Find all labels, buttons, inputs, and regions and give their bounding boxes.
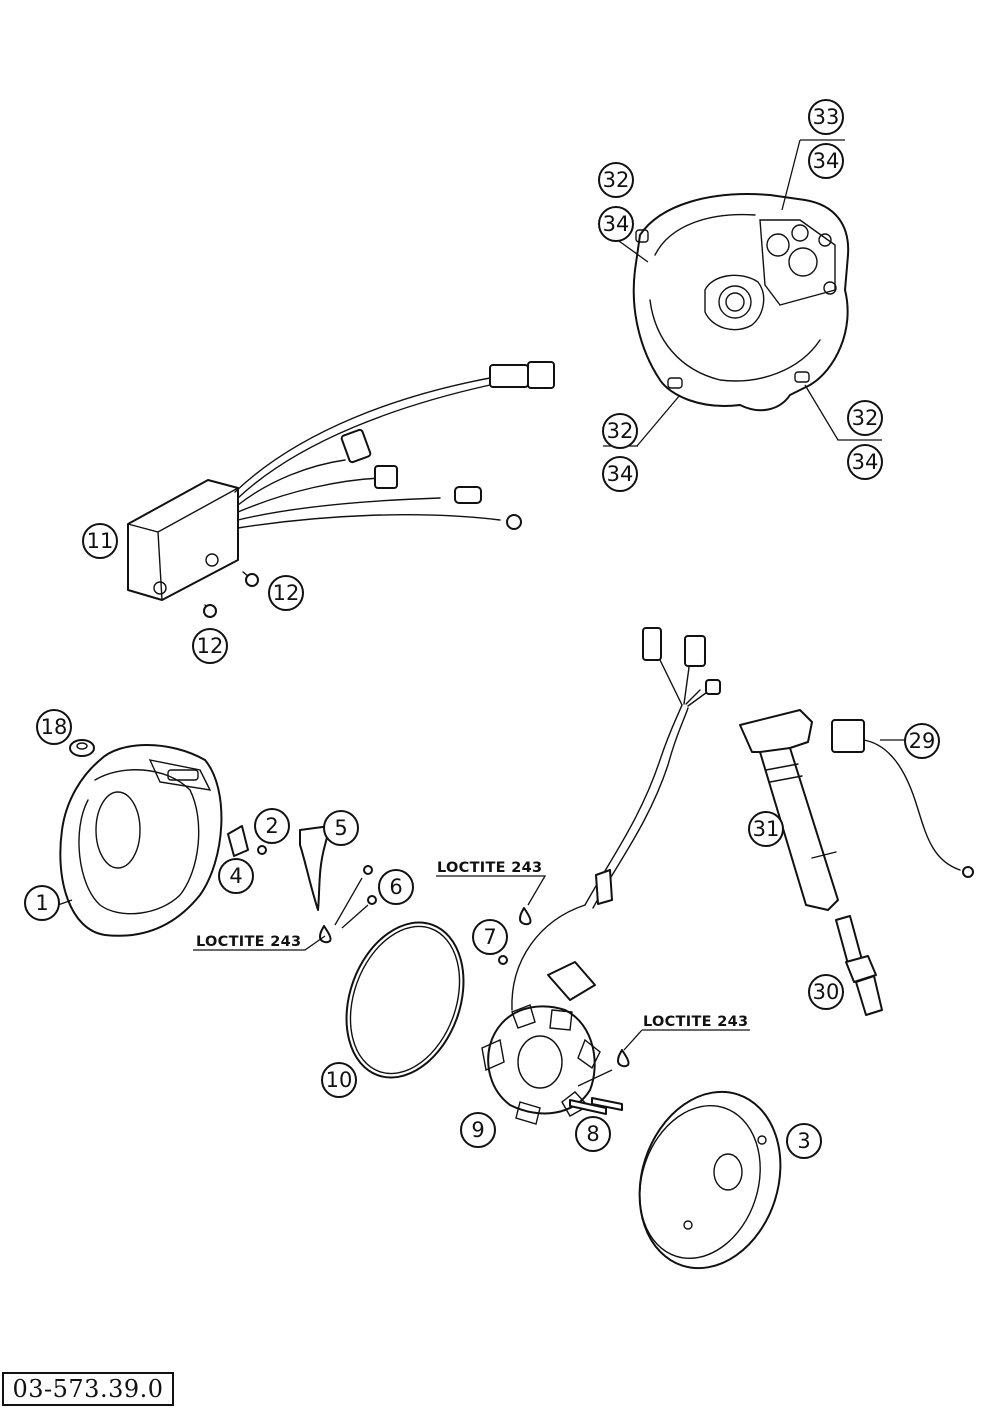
document-number: 03-573.39.0 xyxy=(2,1372,174,1406)
callout-7: 7 xyxy=(472,919,508,955)
callout-33: 33 xyxy=(808,99,844,135)
callout-5: 5 xyxy=(323,810,359,846)
callout-8: 8 xyxy=(575,1116,611,1152)
callout-32-top-left: 32 xyxy=(598,162,634,198)
callout-12-right: 12 xyxy=(268,575,304,611)
callout-34-bottom-left: 34 xyxy=(602,456,638,492)
wire-29 xyxy=(831,719,974,878)
nut-18 xyxy=(69,739,95,757)
callout-30-label: 30 xyxy=(813,980,840,1004)
flywheel xyxy=(638,1090,782,1270)
screws-7-8 xyxy=(498,955,623,1115)
cdi-unit xyxy=(127,479,239,601)
callout-29-label: 29 xyxy=(909,729,936,753)
callout-11: 11 xyxy=(82,523,118,559)
ignition-coil xyxy=(739,709,839,911)
callout-9: 9 xyxy=(460,1112,496,1148)
callout-32-bottom-right: 32 xyxy=(847,400,883,436)
callout-12-bottom-label: 12 xyxy=(197,634,224,658)
callout-1-label: 1 xyxy=(35,891,48,915)
callout-11-label: 11 xyxy=(87,529,114,553)
callout-34-bottom-right-label: 34 xyxy=(852,450,879,474)
callout-4: 4 xyxy=(218,858,254,894)
callout-34-top-left: 34 xyxy=(598,206,634,242)
callout-12-right-label: 12 xyxy=(273,581,300,605)
callout-2-label: 2 xyxy=(265,814,278,838)
o-ring xyxy=(345,921,465,1079)
callout-7-label: 7 xyxy=(483,925,496,949)
callout-18: 18 xyxy=(36,709,72,745)
callout-8-label: 8 xyxy=(586,1122,599,1146)
callout-34-bottom-right: 34 xyxy=(847,444,883,480)
callout-30: 30 xyxy=(808,974,844,1010)
callout-4-label: 4 xyxy=(229,864,242,888)
callout-3-label: 3 xyxy=(797,1129,810,1153)
callout-32-top-left-label: 32 xyxy=(603,168,630,192)
callout-5-label: 5 xyxy=(334,816,347,840)
callout-9-label: 9 xyxy=(471,1118,484,1142)
callout-32-bottom-left: 32 xyxy=(602,413,638,449)
callout-32-bottom-left-label: 32 xyxy=(607,419,634,443)
callout-3: 3 xyxy=(786,1123,822,1159)
loctite-label-right: LOCTITE 243 xyxy=(643,1014,748,1030)
leader-lines xyxy=(57,139,906,1087)
generator-cover xyxy=(59,744,223,937)
loctite-label-middle: LOCTITE 243 xyxy=(437,860,542,876)
cdi-wiring-harness xyxy=(234,361,555,530)
callout-6: 6 xyxy=(378,869,414,905)
callout-34-top-right-label: 34 xyxy=(813,149,840,173)
callout-2: 2 xyxy=(254,808,290,844)
small-parts-2-4-5-6 xyxy=(227,825,377,911)
callout-6-label: 6 xyxy=(389,875,402,899)
callout-1: 1 xyxy=(24,885,60,921)
callout-34-top-right: 34 xyxy=(808,143,844,179)
callout-31-label: 31 xyxy=(753,817,780,841)
ignition-cover xyxy=(632,193,850,412)
spark-plug xyxy=(835,915,883,1016)
screws-12 xyxy=(203,571,259,618)
callout-33-label: 33 xyxy=(813,105,840,129)
callout-10: 10 xyxy=(321,1062,357,1098)
callout-29: 29 xyxy=(904,723,940,759)
callout-34-bottom-left-label: 34 xyxy=(607,462,634,486)
callout-34-top-left-label: 34 xyxy=(603,212,630,236)
callout-32-bottom-right-label: 32 xyxy=(852,406,879,430)
callout-10-label: 10 xyxy=(326,1068,353,1092)
callout-12-bottom: 12 xyxy=(192,628,228,664)
loctite-label-left: LOCTITE 243 xyxy=(196,934,301,950)
callout-31: 31 xyxy=(748,811,784,847)
callout-18-label: 18 xyxy=(41,715,68,739)
stator xyxy=(481,627,721,1125)
